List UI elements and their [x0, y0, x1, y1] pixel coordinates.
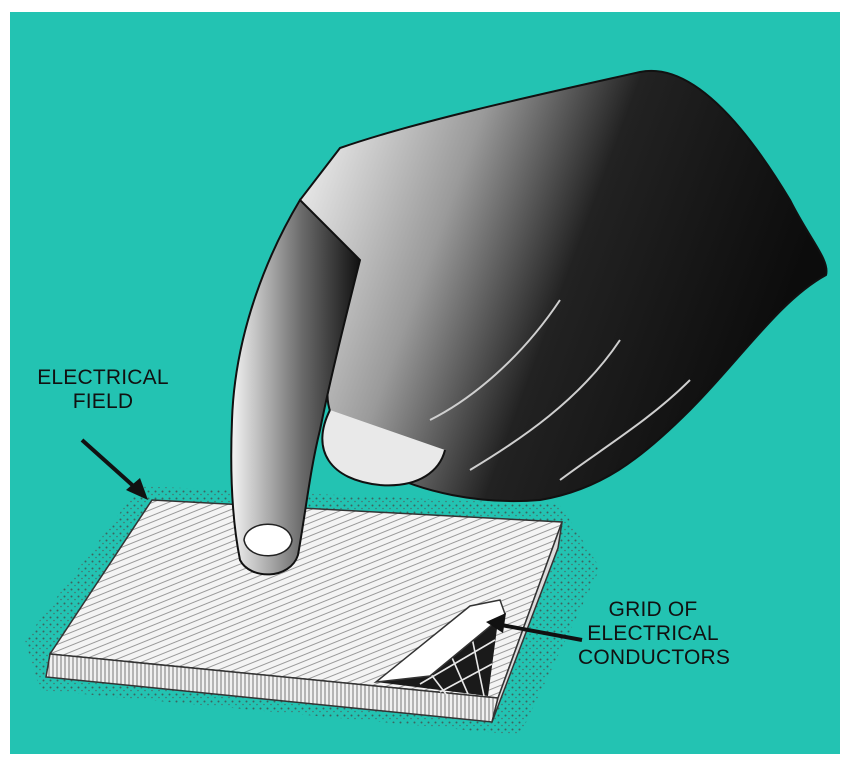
label-grid-conductors: GRID OF ELECTRICAL CONDUCTORS [578, 598, 728, 670]
label-grid-line1: GRID OF [578, 598, 728, 622]
label-electrical-field: ELECTRICAL FIELD [28, 366, 178, 414]
label-grid-line2: ELECTRICAL [578, 622, 728, 646]
label-electrical-field-line2: FIELD [28, 390, 178, 414]
label-electrical-field-line1: ELECTRICAL [28, 366, 178, 390]
label-grid-line3: CONDUCTORS [578, 646, 728, 670]
